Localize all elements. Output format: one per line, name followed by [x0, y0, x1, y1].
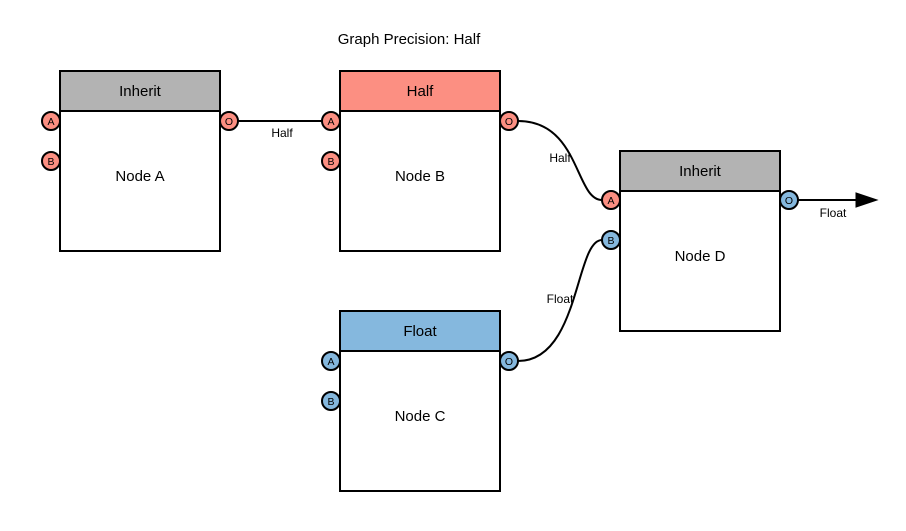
edge-label-b-to-d: Half — [549, 151, 571, 165]
node-a: Inherit Node A A B O — [41, 70, 239, 252]
node-d-port-o-circle — [779, 190, 799, 210]
node-c: Float Node C A B O — [321, 310, 519, 492]
node-c-header-label: Float — [403, 323, 437, 340]
edge-node-c-to-node-d: Float — [517, 239, 603, 362]
diagram-title: Graph Precision: Half — [338, 31, 481, 48]
node-a-port-a-circle — [41, 111, 61, 131]
node-d-port-a-label: A — [607, 195, 614, 207]
edge-label-a-to-b: Half — [271, 126, 293, 140]
node-b-port-b-circle — [321, 151, 341, 171]
edge-label-c-to-d: Float — [547, 292, 574, 306]
edge-curve-c-to-d — [517, 239, 603, 362]
edge-label-d-output: Float — [820, 206, 847, 220]
node-d-body — [619, 190, 781, 332]
node-a-body — [59, 110, 221, 252]
node-c-port-a-circle — [321, 351, 341, 371]
node-d-header — [619, 150, 781, 192]
node-b-port-a-label: A — [327, 116, 334, 128]
node-a-header-label: Inherit — [119, 83, 162, 100]
node-d-header-label: Inherit — [679, 163, 722, 180]
node-b: Half Node B A B O — [321, 70, 519, 252]
node-a-port-a-label: A — [47, 116, 54, 128]
node-c-body — [339, 350, 501, 492]
node-d-port-b-label: B — [607, 235, 614, 247]
node-a-port-o-label: O — [225, 116, 233, 128]
node-c-port-o-label: O — [505, 356, 513, 368]
node-b-port-o-label: O — [505, 116, 513, 128]
node-b-port-o-circle — [499, 111, 519, 131]
node-d-port-o-label: O — [785, 195, 793, 207]
node-a-port-b-label: B — [47, 156, 54, 168]
node-a-port-b-circle — [41, 151, 61, 171]
node-b-port-a-circle — [321, 111, 341, 131]
node-d-port-a-circle — [601, 190, 621, 210]
node-b-header-label: Half — [407, 83, 435, 100]
node-c-port-o-circle — [499, 351, 519, 371]
edge-curve-b-to-d — [517, 120, 603, 201]
node-c-name-label: Node C — [395, 408, 446, 425]
edge-node-d-output: Float — [798, 192, 879, 220]
node-a-name-label: Node A — [115, 168, 164, 185]
node-c-port-b-label: B — [327, 396, 334, 408]
node-b-name-label: Node B — [395, 168, 445, 185]
output-arrowhead-icon — [855, 192, 879, 208]
node-d-name-label: Node D — [675, 248, 726, 265]
node-d: Inherit Node D A B O — [601, 150, 799, 332]
node-c-port-a-label: A — [327, 356, 334, 368]
node-d-port-b-circle — [601, 230, 621, 250]
node-a-header — [59, 70, 221, 112]
edge-node-a-to-node-b: Half — [238, 120, 322, 140]
node-c-header — [339, 310, 501, 352]
node-b-header — [339, 70, 501, 112]
node-b-body — [339, 110, 501, 252]
node-a-port-o-circle — [219, 111, 239, 131]
node-b-port-b-label: B — [327, 156, 334, 168]
edge-node-b-to-node-d: Half — [517, 120, 603, 201]
node-c-port-b-circle — [321, 391, 341, 411]
